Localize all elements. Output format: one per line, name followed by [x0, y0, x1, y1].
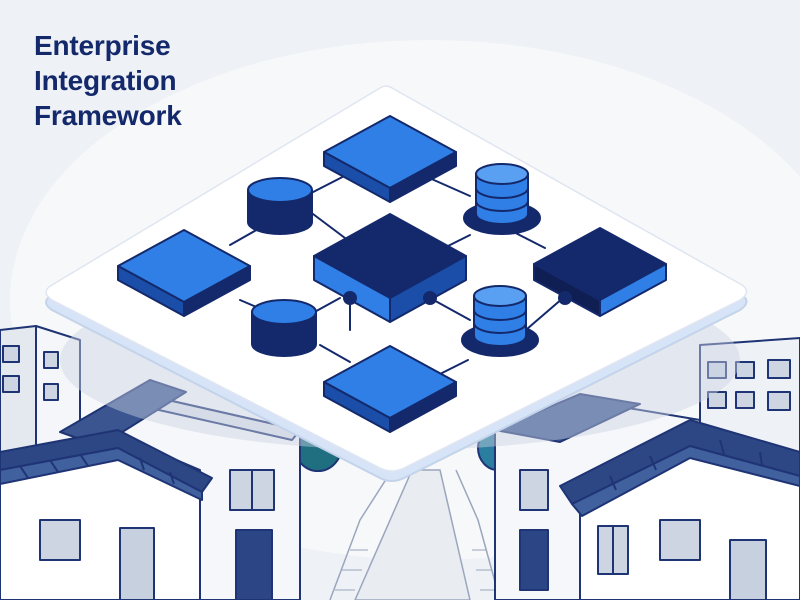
street — [329, 469, 501, 600]
square-node-icon — [533, 227, 667, 317]
connector-dot-icon — [423, 291, 437, 305]
connector-ports — [343, 291, 572, 305]
page-title: Enterprise Integration Framework — [34, 28, 294, 133]
square-node-icon — [117, 229, 251, 317]
database-icon — [461, 285, 539, 357]
title-line-2: Integration — [34, 65, 177, 96]
title-line-1: Enterprise — [34, 30, 171, 61]
left-foreground-house — [0, 429, 213, 600]
square-node-icon — [323, 115, 457, 203]
town-illustration — [0, 325, 800, 600]
cylinder-node-icon — [247, 177, 313, 235]
cylinder-node-icon — [251, 299, 317, 357]
connector-dot-icon — [558, 291, 572, 305]
right-foreground-house — [559, 419, 800, 600]
connector-dot-icon — [343, 291, 357, 305]
hub-node-icon — [313, 213, 467, 323]
square-node-icon — [323, 345, 457, 433]
title-line-3: Framework — [34, 100, 182, 131]
database-icon — [463, 163, 541, 235]
